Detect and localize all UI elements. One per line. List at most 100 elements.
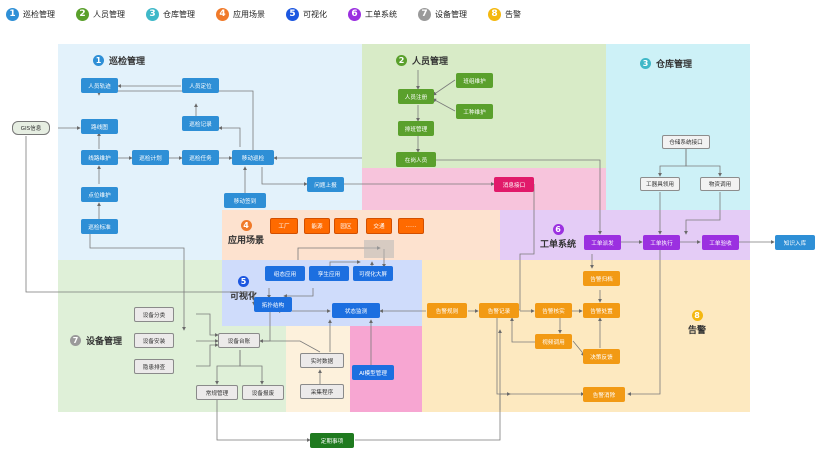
legend-label: 设备管理: [435, 9, 467, 19]
zone-title-device: 7 设备管理: [70, 334, 122, 347]
node-tuopu-jiegou[interactable]: 拓扑结构: [254, 297, 292, 312]
node-gongdan-yanshou[interactable]: 工单验收: [702, 235, 739, 250]
node-zhengxing-weihu[interactable]: 班组维护: [456, 73, 493, 88]
node-xunjian-biaozhun[interactable]: 巡检标准: [81, 219, 118, 234]
legend-num-icon: 3: [146, 7, 159, 21]
zone-num-icon: 8: [691, 310, 703, 321]
node-zaigang-renyuan[interactable]: 在岗人员: [396, 152, 436, 167]
node-zhishi-ruku[interactable]: 知识入库: [775, 235, 815, 250]
zone-title-patrol: 1 巡检管理: [93, 54, 145, 67]
node-scene-yuanqu1[interactable]: 能源: [304, 218, 330, 234]
node-zhuangtai-jiance[interactable]: 状态监测: [332, 303, 380, 318]
node-dianwei-weihu[interactable]: 点位维护: [81, 187, 118, 202]
node-dingqi-shixiang[interactable]: 定期事项: [310, 433, 354, 448]
node-renyuan-guiji[interactable]: 人员轨迹: [81, 78, 118, 93]
node-scene-gongchang[interactable]: 工厂: [270, 218, 298, 234]
legend-item-scene: 4 应用场景: [216, 6, 265, 22]
legend-num-icon: 2: [76, 7, 89, 21]
zone-scene: [222, 210, 500, 260]
zone-title-scene: 4 应用场景: [228, 220, 264, 246]
legend: 1 巡检管理 2 人员管理 3 仓库管理 4 应用场景 5 可视化 6 工单系统…: [0, 0, 825, 28]
node-renyuan-zhuce[interactable]: 人员注册: [398, 89, 434, 104]
node-gaojing-chuzhi[interactable]: 告警处置: [583, 303, 620, 318]
node-zutai-yingyong[interactable]: 组态应用: [265, 266, 305, 281]
node-shebei-anzhuang[interactable]: 设备安装: [134, 333, 174, 348]
zone-num-icon: 5: [238, 276, 249, 287]
node-shebei-fenlei[interactable]: 设备分类: [134, 307, 174, 322]
node-gongdan-paifa[interactable]: 工单派发: [584, 235, 621, 250]
node-xunjian-jilu[interactable]: 巡检记录: [182, 116, 219, 131]
zone-title-visual: 5 可视化: [230, 276, 257, 302]
legend-item-patrol: 1 巡检管理: [6, 6, 55, 22]
legend-label: 工单系统: [365, 9, 397, 19]
node-luanshen-yingyong[interactable]: 孪生应用: [309, 266, 349, 281]
node-xianlu-weihu[interactable]: 线路维护: [81, 150, 118, 165]
zone-magenta: [362, 168, 606, 210]
zone-title-text: 设备管理: [86, 337, 123, 347]
node-shipin-diaoyong[interactable]: 视频调用: [535, 334, 572, 349]
node-gongdan-zhixing[interactable]: 工单执行: [643, 235, 680, 250]
legend-num-icon: 8: [488, 7, 501, 21]
legend-num-icon: 7: [418, 7, 431, 21]
node-changgui-guanli[interactable]: 常规管理: [196, 385, 238, 400]
node-scene-more[interactable]: ……: [398, 218, 424, 234]
node-juece-fankui[interactable]: 决策反馈: [583, 349, 620, 364]
zone-title-text: 巡检管理: [109, 57, 146, 67]
node-luxian-tu[interactable]: 路线图: [81, 119, 118, 134]
node-scene-yuanqu2[interactable]: 园区: [334, 218, 358, 234]
zone-title-text: 告警: [688, 326, 707, 336]
zone-num-icon: 2: [396, 55, 407, 66]
node-xunjian-jihua[interactable]: 巡检计划: [132, 150, 169, 165]
legend-label: 可视化: [303, 9, 327, 19]
legend-item-device: 7 设备管理: [418, 6, 467, 22]
node-renyuan-dingwei[interactable]: 人员定位: [182, 78, 219, 93]
node-gaojing-hecha[interactable]: 告警核实: [535, 303, 572, 318]
legend-num-icon: 6: [348, 7, 361, 21]
zone-num-icon: 3: [640, 58, 651, 69]
node-gaojing-xiaochu[interactable]: 告警消除: [583, 387, 625, 402]
zone-num-icon: 6: [552, 224, 564, 235]
legend-item-workorder: 6 工单系统: [348, 6, 397, 22]
zone-num-icon: 7: [70, 335, 81, 346]
legend-label: 仓库管理: [163, 9, 195, 19]
node-shebei-taizhang[interactable]: 设备台账: [218, 333, 260, 348]
node-yidong-xunjian[interactable]: 移动巡检: [232, 150, 274, 165]
legend-item-alarm: 8 告警: [488, 6, 521, 22]
node-gaojing-guandi[interactable]: 告警归档: [583, 271, 620, 286]
legend-num-icon: 4: [216, 7, 229, 21]
legend-num-icon: 5: [286, 7, 299, 21]
zone-title-text: 人员管理: [412, 57, 449, 67]
legend-label: 巡检管理: [23, 9, 55, 19]
legend-item-warehouse: 3 仓库管理: [146, 6, 195, 22]
node-wenti-shangbao[interactable]: 问题上报: [307, 177, 344, 192]
legend-item-staff: 2 人员管理: [76, 6, 125, 22]
legend-label: 应用场景: [233, 9, 265, 19]
node-xiaoxi-jiekou[interactable]: 消息接口: [494, 177, 534, 192]
zone-num-icon: 1: [93, 55, 104, 66]
node-xunjian-renwu[interactable]: 巡检任务: [182, 150, 219, 165]
node-gongzhong-weihu[interactable]: 工种维护: [456, 104, 493, 119]
zone-num-icon: 4: [240, 220, 252, 231]
node-shishi-shuju[interactable]: 实时数据: [300, 353, 344, 368]
node-keshihua-daping[interactable]: 可视化大屏: [353, 266, 393, 281]
zone-title-text: 可视化: [230, 292, 258, 302]
node-wuzi-diaoyong[interactable]: 物资调用: [700, 177, 740, 191]
legend-label: 人员管理: [93, 9, 125, 19]
node-gaojing-guize[interactable]: 告警规则: [427, 303, 467, 318]
zone-title-staff: 2 人员管理: [396, 54, 448, 67]
node-gis[interactable]: GIS信息: [12, 121, 50, 135]
zone-title-text: 应用场景: [228, 236, 265, 246]
scene-connector-block: [364, 240, 394, 258]
node-scene-jiaotong[interactable]: 交通: [366, 218, 392, 234]
node-gaojing-jilu[interactable]: 告警记录: [479, 303, 519, 318]
node-ai-moxing[interactable]: AI模型管理: [352, 365, 394, 380]
node-shebei-shengji[interactable]: 设备报废: [242, 385, 284, 400]
zone-title-workorder: 6 工单系统: [540, 224, 576, 250]
node-paiban-guanli[interactable]: 排班管理: [398, 121, 434, 136]
node-cangchu-jiekou[interactable]: 仓储系统接口: [662, 135, 710, 149]
node-yinhuan-paicha[interactable]: 隐患排查: [134, 359, 174, 374]
node-caiji-chengxu[interactable]: 采集程序: [300, 384, 344, 399]
node-yidong-qiandao[interactable]: 移动签到: [224, 193, 266, 208]
node-gongju-lingyong[interactable]: 工器具领用: [640, 177, 680, 191]
